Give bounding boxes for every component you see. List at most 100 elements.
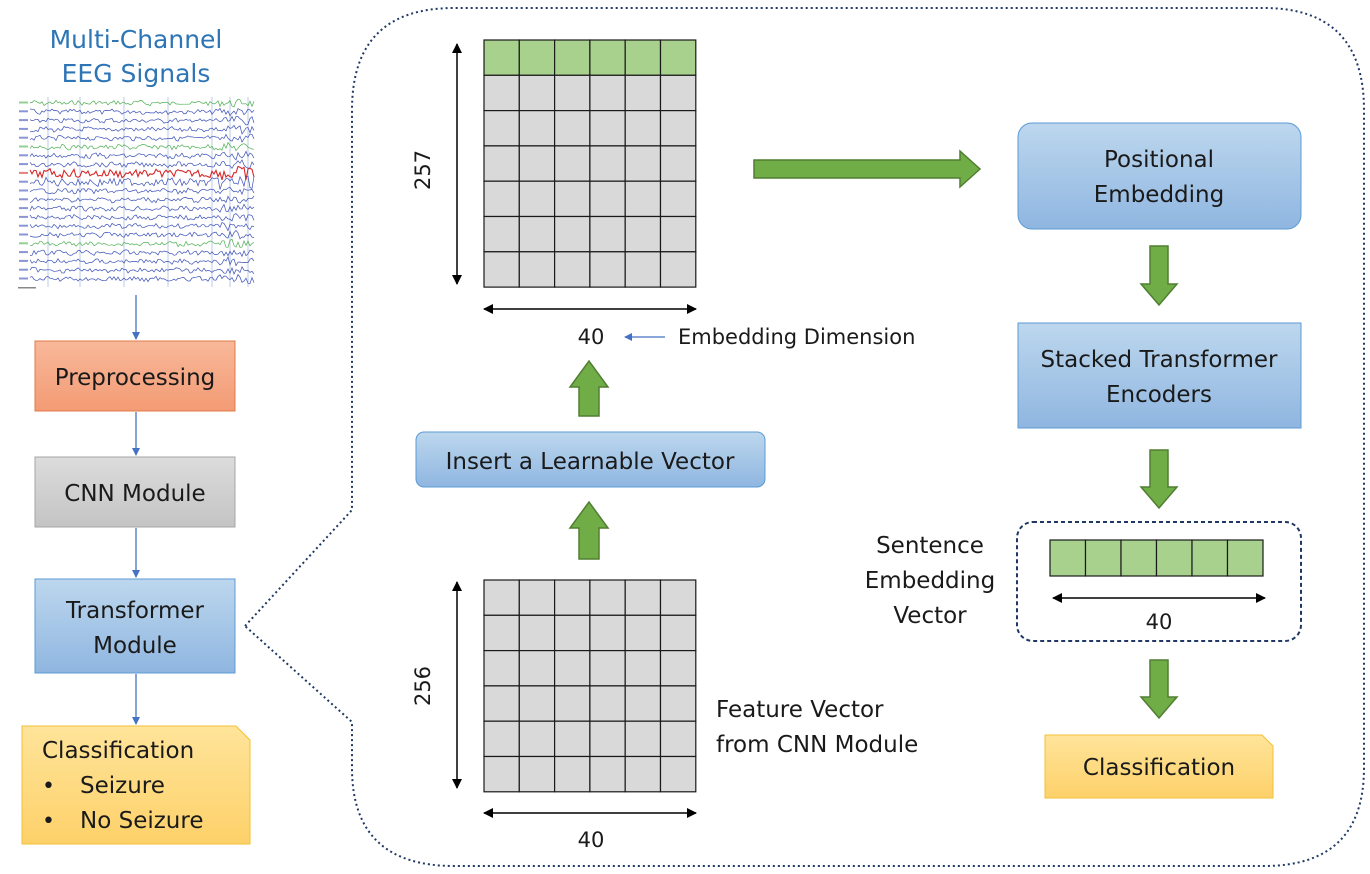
sentence-dim-label: 40 [1146, 610, 1173, 634]
sentence-embedding-frame [1016, 521, 1302, 642]
matrix-cell [553, 755, 591, 793]
positional-embedding-box: Positional Embedding [1017, 122, 1302, 230]
matrix-cell [518, 180, 556, 218]
matrix-cell [553, 685, 591, 722]
feature-vector-caption-line-1: Feature Vector [716, 697, 884, 723]
bottom-matrix-rows-label: 256 [411, 666, 435, 706]
matrix-cell [659, 579, 697, 616]
right-arrow-icon [753, 149, 982, 189]
matrix-cell [624, 145, 662, 182]
matrix-cell [624, 180, 662, 218]
matrix-cell [553, 579, 591, 616]
learnable-token-cell [624, 39, 662, 76]
matrix-cell [624, 720, 662, 758]
matrix-cell [483, 685, 520, 722]
matrix-cell [659, 109, 697, 147]
feature-vector-caption-line-2: from CNN Module [716, 732, 918, 758]
top-matrix-rows-label: 257 [411, 150, 435, 190]
matrix-cell [589, 180, 626, 218]
preprocessing-box: Preprocessing [34, 340, 236, 412]
transformer-label-line-2: Module [93, 633, 177, 659]
transformer-module-box: Transformer Module [34, 578, 236, 674]
matrix-cell [518, 614, 556, 652]
matrix-cell [624, 579, 662, 616]
matrix-cell [624, 685, 662, 722]
matrix-cell [483, 180, 520, 218]
bullet-icon: • [42, 809, 55, 834]
bottom-matrix-cols-label: 40 [578, 828, 605, 852]
matrix-cell [589, 251, 626, 288]
sentence-label-line-1: Sentence [876, 533, 984, 559]
encoders-label-line-2: Encoders [1106, 382, 1212, 408]
matrix-cell [518, 145, 556, 182]
matrix-cell [624, 649, 662, 687]
sentence-vector-cell [1049, 539, 1087, 577]
cnn-module-box: CNN Module [34, 456, 236, 528]
matrix-cell [589, 109, 626, 147]
matrix-cell [553, 74, 591, 112]
matrix-cell [483, 720, 520, 758]
matrix-cell [624, 755, 662, 793]
sentence-vector-cell [1226, 539, 1264, 577]
matrix-cell [483, 145, 520, 182]
title-line-2: EEG Signals [62, 59, 211, 88]
classification-box-right: Classification [1044, 734, 1274, 799]
matrix-cell [483, 579, 520, 616]
matrix-cell [589, 720, 626, 758]
learnable-token-cell [589, 39, 626, 76]
matrix-cell [624, 215, 662, 253]
matrix-cell [659, 251, 697, 288]
matrix-cell [518, 755, 556, 793]
preprocessing-label: Preprocessing [55, 365, 216, 391]
insert-learnable-vector-box: Insert a Learnable Vector [415, 431, 766, 488]
classification-item-no-seizure: No Seizure [80, 808, 203, 834]
matrix-cell [483, 755, 520, 793]
matrix-cell [659, 614, 697, 652]
sentence-vector-cell [1084, 539, 1122, 577]
matrix-cell [624, 614, 662, 652]
sentence-vector-cell [1120, 539, 1158, 577]
insert-vector-label: Insert a Learnable Vector [446, 449, 735, 475]
sentence-label-line-3: Vector [893, 603, 967, 629]
matrix-cell [659, 145, 697, 182]
matrix-cell [483, 74, 520, 112]
learnable-token-cell [659, 39, 697, 76]
matrix-cell [518, 109, 556, 147]
zoom-callout-outline [243, 7, 1365, 867]
sentence-vector-cell [1191, 539, 1229, 577]
embedding-dimension-note: Embedding Dimension [678, 325, 915, 349]
down-arrow-icon [1139, 659, 1179, 720]
sentence-embedding-vector [1049, 539, 1264, 577]
top-matrix-cols-label: 40 [578, 325, 605, 349]
matrix-cell [659, 755, 697, 793]
matrix-cell [553, 109, 591, 147]
transformer-label-line-1: Transformer [65, 598, 205, 624]
matrix-cell [483, 109, 520, 147]
classification-title: Classification [42, 738, 194, 764]
matrix-cell [659, 215, 697, 253]
matrix-cell [589, 685, 626, 722]
classification-right-label: Classification [1083, 755, 1235, 781]
up-arrow-icon [568, 359, 610, 417]
eeg-signal-image [18, 97, 255, 289]
matrix-cell [518, 649, 556, 687]
matrix-cell [553, 614, 591, 652]
matrix-cell [553, 649, 591, 687]
matrix-cell [553, 251, 591, 288]
matrix-cell [553, 720, 591, 758]
classification-item-seizure: Seizure [80, 773, 165, 799]
matrix-cell [589, 145, 626, 182]
matrix-cell [483, 251, 520, 288]
matrix-cell [553, 215, 591, 253]
learnable-token-cell [518, 39, 556, 76]
matrix-cell [518, 685, 556, 722]
positional-label-line-1: Positional [1104, 147, 1214, 173]
matrix-cell [589, 215, 626, 253]
stacked-encoders-box: Stacked Transformer Encoders [1017, 322, 1302, 429]
matrix-cell [483, 614, 520, 652]
cnn-module-label: CNN Module [64, 481, 205, 507]
down-arrow-icon [1139, 245, 1179, 307]
matrix-cell [518, 74, 556, 112]
matrix-cell [589, 649, 626, 687]
